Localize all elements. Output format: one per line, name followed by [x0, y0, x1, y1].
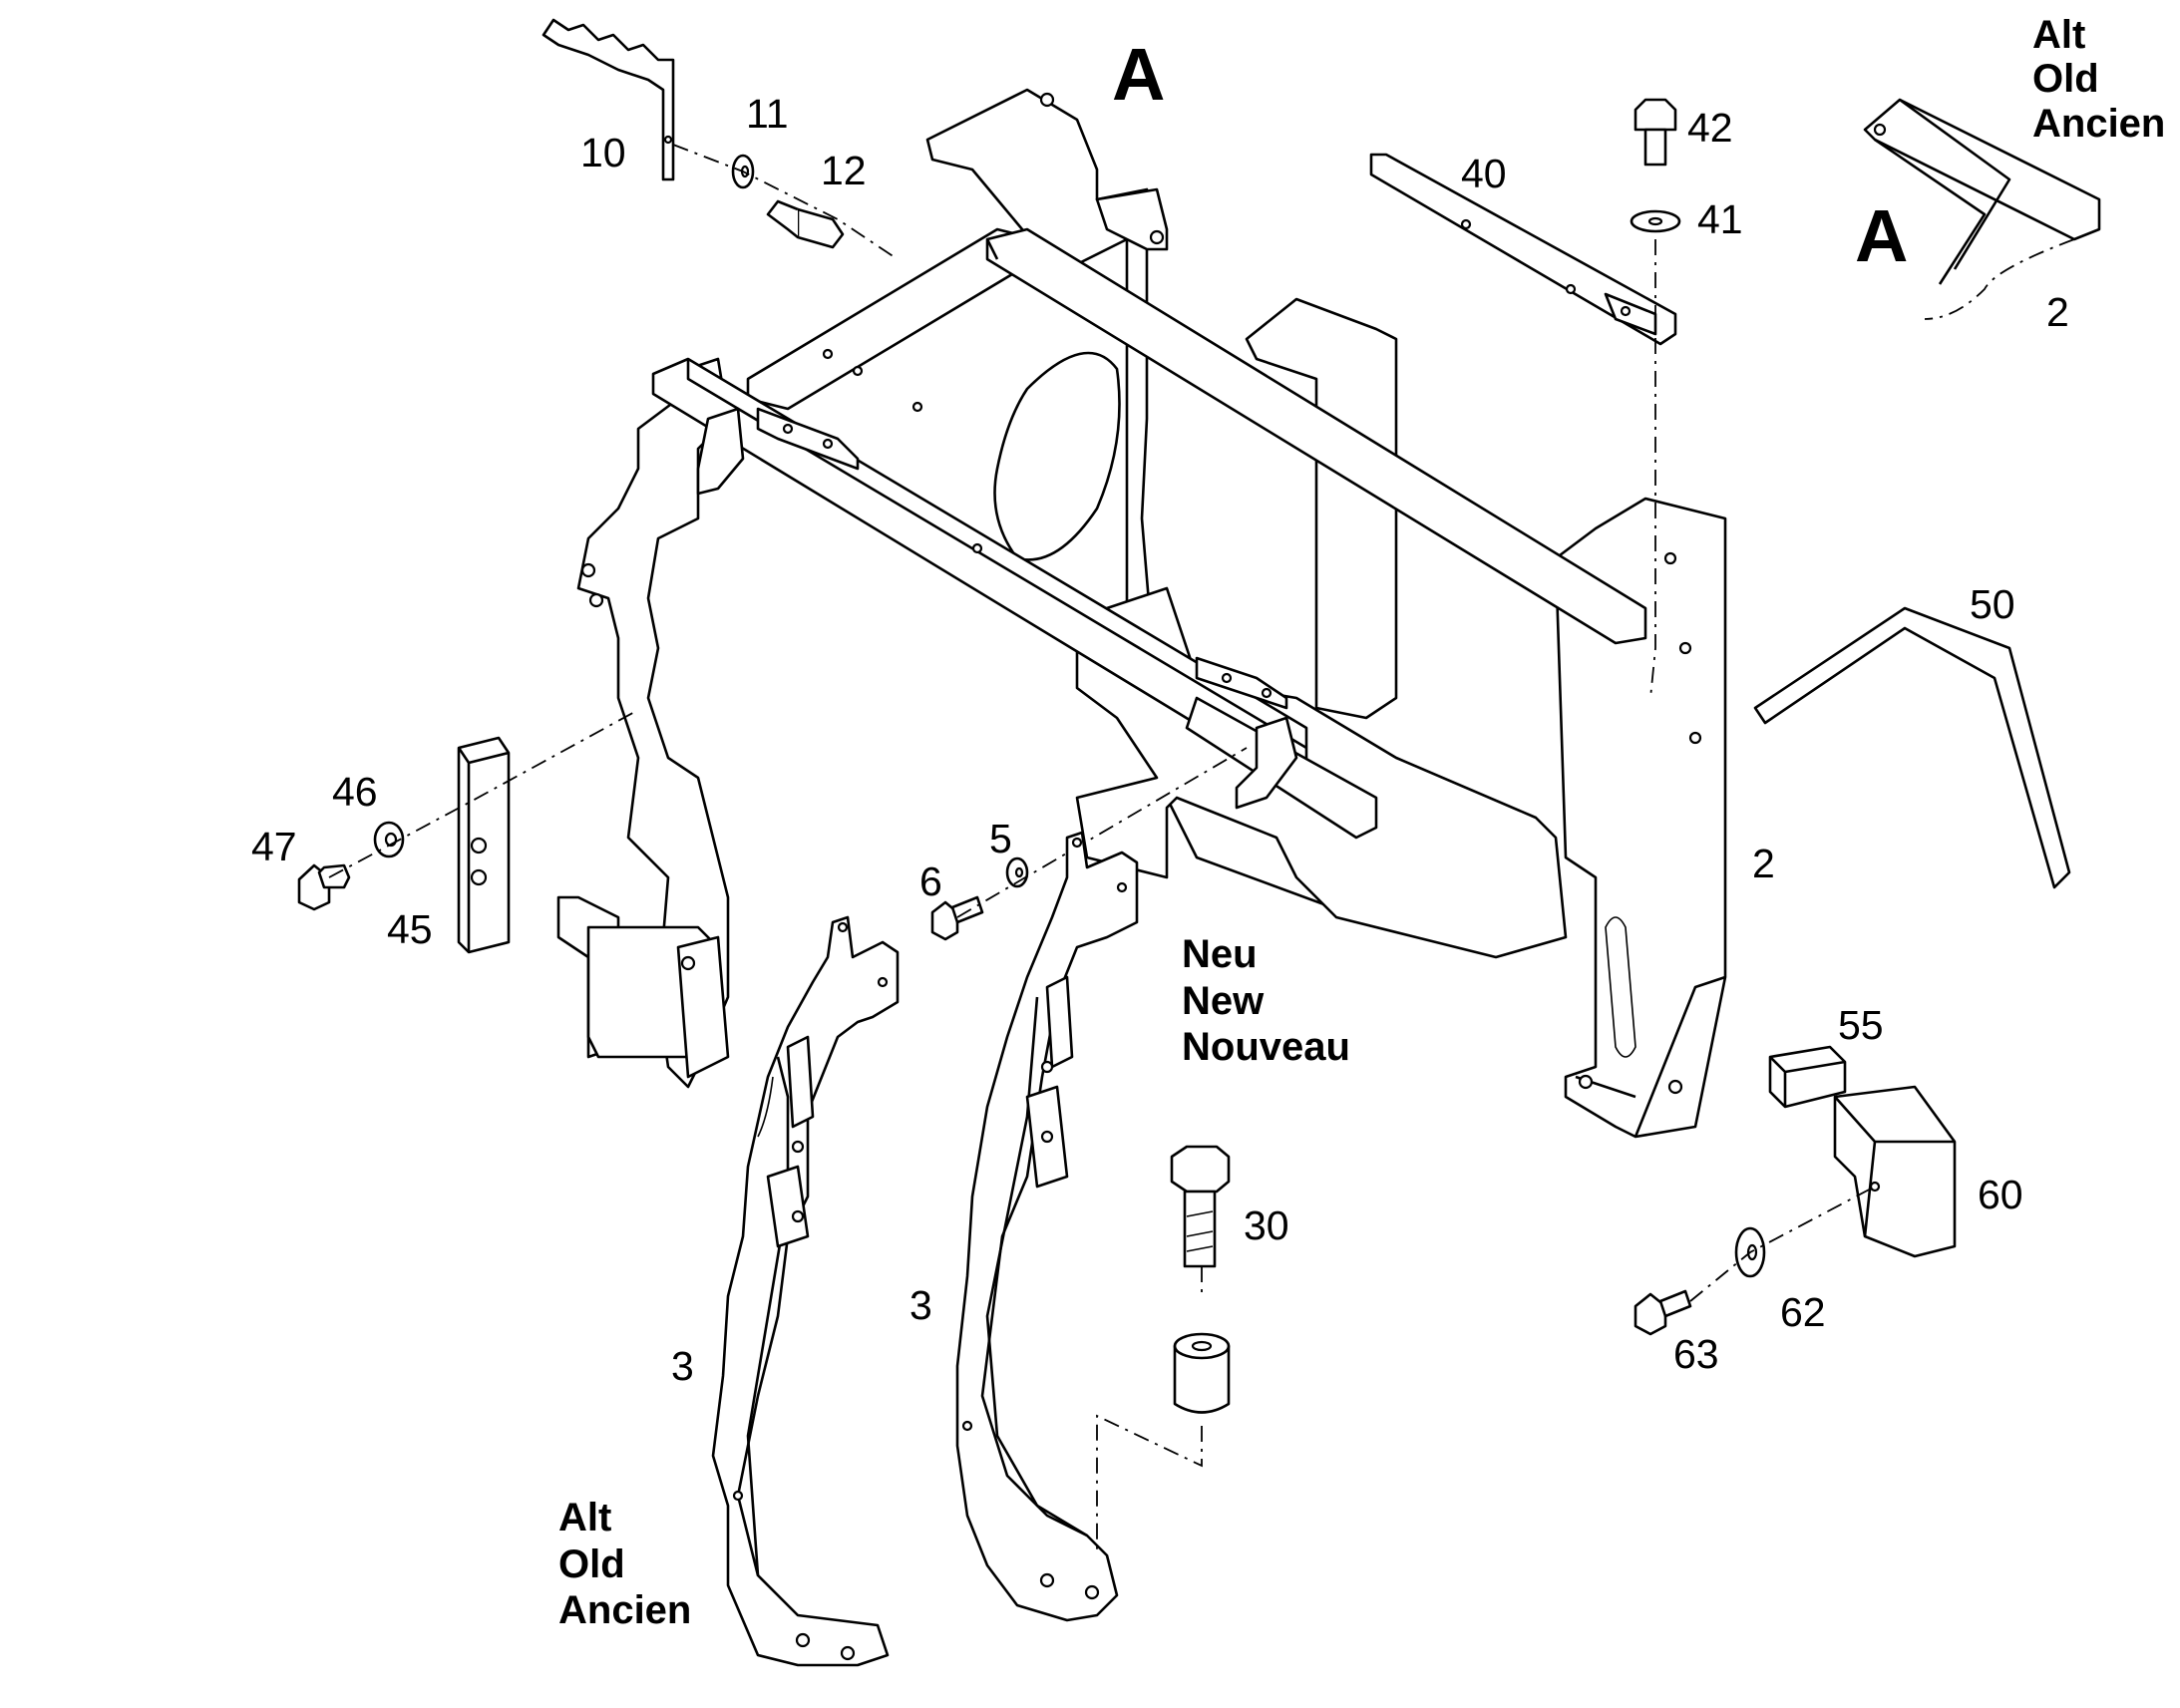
callout-11: 11	[746, 91, 789, 137]
callout-41: 41	[1697, 196, 1743, 242]
callout-3-right: 3	[909, 1282, 932, 1328]
callout-2-detail: 2	[2046, 289, 2069, 335]
leader-10-12	[672, 144, 899, 260]
part-60-block	[1833, 1085, 1957, 1258]
callout-labels: A A Alt Old Ancien Neu New Nouveau Alt O…	[251, 13, 2165, 1632]
part-3-bracket-old	[711, 915, 900, 1667]
callout-60: 60	[1978, 1172, 2023, 1217]
section-marker-a-detail: A	[1855, 194, 1908, 277]
part-63-bolt	[1634, 1289, 1692, 1336]
variant-label-old-bottom-line1: Alt	[558, 1496, 611, 1539]
callout-30: 30	[1244, 1202, 1289, 1248]
callout-3-left: 3	[671, 1343, 694, 1389]
part-3-bracket-new	[955, 831, 1139, 1622]
part-42-bolt	[1634, 98, 1677, 167]
variant-label-old-detail-line1: Alt	[2032, 13, 2085, 57]
callout-6: 6	[919, 858, 942, 904]
variant-label-old-detail-line3: Ancien	[2032, 102, 2165, 146]
section-marker-a-main: A	[1112, 33, 1165, 116]
variant-label-old-detail-line2: Old	[2032, 57, 2099, 101]
callout-47: 47	[251, 824, 297, 869]
callout-50: 50	[1970, 581, 2015, 627]
part-30-bolt	[1170, 1145, 1231, 1268]
leader-60-63	[1689, 1186, 1876, 1302]
variant-label-old-bottom-line2: Old	[558, 1542, 625, 1586]
callout-2-main: 2	[1752, 841, 1775, 886]
part-10-comb-bracket	[542, 18, 675, 181]
callout-12: 12	[821, 148, 867, 193]
part-50-bracket	[1753, 606, 2071, 889]
part-12-bolt	[766, 199, 845, 249]
leader-5-6	[956, 747, 1248, 918]
part-55-block	[1768, 1045, 1847, 1109]
part-41-washer	[1630, 209, 1681, 233]
callout-10: 10	[580, 130, 626, 175]
leader-41-42	[1649, 239, 1656, 699]
main-frame	[556, 88, 1727, 1139]
callout-46: 46	[332, 769, 378, 815]
callout-42: 42	[1687, 105, 1733, 151]
variant-label-new-line1: Neu	[1182, 932, 1258, 976]
leader-30	[1096, 1266, 1203, 1555]
part-47-bolt	[297, 863, 351, 911]
variant-label-old-bottom-line3: Ancien	[558, 1588, 691, 1632]
callout-55: 55	[1838, 1002, 1884, 1048]
callout-63: 63	[1673, 1331, 1719, 1377]
variant-label-new-line3: Nouveau	[1182, 1025, 1350, 1069]
part-30-spacer	[1173, 1332, 1231, 1414]
callout-45: 45	[387, 906, 433, 952]
part-45-block	[457, 736, 511, 954]
leader-45-47	[328, 709, 639, 878]
callout-40: 40	[1461, 151, 1507, 196]
variant-label-new-line2: New	[1182, 979, 1265, 1023]
part-40-strip	[1369, 153, 1677, 346]
callout-5: 5	[989, 816, 1012, 861]
callout-62: 62	[1780, 1289, 1826, 1335]
detail-a-old-bracket	[1863, 98, 2101, 320]
